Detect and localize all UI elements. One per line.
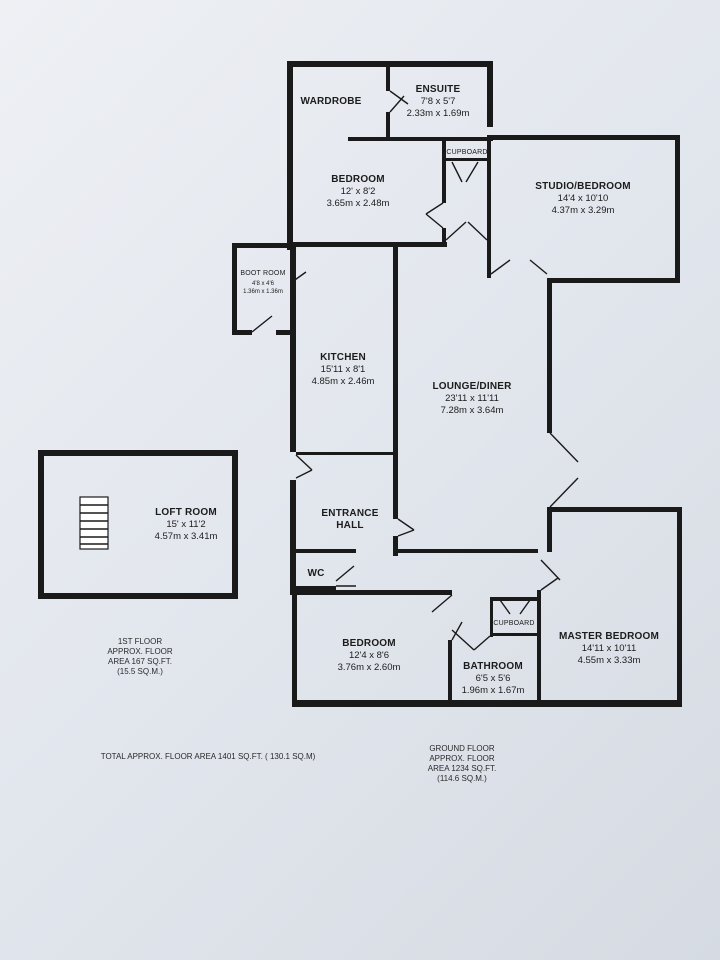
wall	[537, 590, 541, 702]
wall	[398, 549, 538, 553]
wall	[296, 549, 356, 553]
wall	[38, 593, 238, 599]
doors	[251, 90, 579, 651]
wall	[490, 597, 493, 637]
room-label-loft-room: LOFT ROOM 15' x 11'2 4.57m x 3.41m	[154, 507, 218, 542]
room-label-wardrobe: WARDROBE	[300, 96, 362, 107]
wall	[348, 137, 493, 141]
door-bathroom	[451, 629, 491, 651]
door-lounge-side	[549, 432, 579, 508]
room-label-cupboard-bottom: CUPBOARD	[493, 620, 535, 627]
door-boot-room	[251, 271, 307, 333]
wall	[675, 135, 680, 283]
door-studio	[490, 259, 548, 275]
wall	[38, 450, 238, 456]
wall	[493, 633, 538, 636]
wall	[442, 141, 446, 203]
wall	[292, 700, 682, 707]
wall	[232, 330, 252, 335]
door-bedroom-top	[425, 202, 444, 229]
wall	[677, 507, 682, 707]
door-cupboard-bottom	[499, 599, 531, 615]
wall	[38, 450, 44, 599]
wall	[232, 243, 292, 248]
door-ensuite	[389, 90, 409, 113]
wall	[393, 536, 398, 556]
door-lounge-top	[445, 221, 488, 241]
door-bedroom-bottom	[431, 594, 463, 641]
wall	[487, 135, 680, 140]
wall	[487, 61, 493, 127]
staircase	[79, 496, 109, 550]
wall	[547, 507, 682, 512]
wall	[547, 278, 680, 283]
room-label-wc: WC	[307, 568, 325, 579]
door-wc	[335, 565, 356, 587]
room-label-ensuite: ENSUITE 7'8 x 5'7 2.33m x 1.69m	[406, 84, 470, 119]
wall	[287, 61, 293, 250]
wall	[386, 112, 390, 138]
wall	[292, 590, 452, 595]
room-label-cupboard-top: CUPBOARD	[446, 149, 488, 156]
wall	[442, 228, 446, 246]
wall	[276, 330, 296, 335]
room-label-kitchen: KITCHEN 15'11 x 8'1 4.85m x 2.46m	[311, 352, 375, 387]
total-floor-area-note: TOTAL APPROX. FLOOR AREA 1401 SQ.FT. ( 1…	[100, 752, 316, 761]
wall	[393, 247, 398, 519]
wall	[386, 61, 390, 91]
room-label-master-bedroom: MASTER BEDROOM 14'11 x 10'11 4.55m x 3.3…	[558, 631, 660, 666]
wall	[448, 640, 452, 702]
ground-floor-walls	[232, 61, 682, 707]
room-label-bathroom: BATHROOM 6'5 x 5'6 1.96m x 1.67m	[461, 661, 525, 696]
door-cupboard-top	[451, 161, 479, 183]
first-floor	[38, 450, 238, 599]
wall	[547, 507, 552, 552]
door-hall-lounge	[397, 518, 415, 537]
wall	[446, 158, 487, 161]
wall	[287, 242, 447, 247]
wall	[290, 247, 296, 452]
room-label-bedroom-bottom: BEDROOM 12'4 x 8'6 3.76m x 2.60m	[337, 638, 401, 673]
door-master	[540, 559, 561, 591]
wall	[296, 452, 393, 455]
room-label-studio-bedroom: STUDIO/BEDROOM 14'4 x 10'10 4.37m x 3.29…	[535, 181, 631, 216]
wall	[290, 480, 296, 595]
door-kitchen	[295, 454, 313, 479]
wall	[232, 243, 237, 335]
room-label-boot-room: BOOT ROOM 4'8 x 4'6 1.36m x 1.36m	[240, 270, 286, 295]
wall	[490, 597, 538, 601]
first-floor-area-note: 1ST FLOOR APPROX. FLOOR AREA 167 SQ.FT. …	[107, 637, 173, 676]
room-label-lounge-diner: LOUNGE/DINER 23'11 x 11'11 7.28m x 3.64m	[432, 381, 512, 416]
wall	[292, 590, 297, 707]
wall	[296, 586, 336, 590]
room-label-bedroom-top: BEDROOM 12' x 8'2 3.65m x 2.48m	[326, 174, 390, 209]
wall	[547, 278, 552, 433]
wall	[487, 135, 491, 278]
ground-floor-area-note: GROUND FLOOR APPROX. FLOOR AREA 1234 SQ.…	[427, 744, 497, 783]
wall	[232, 450, 238, 599]
room-label-entrance-hall: ENTRANCE HALL	[321, 508, 379, 531]
